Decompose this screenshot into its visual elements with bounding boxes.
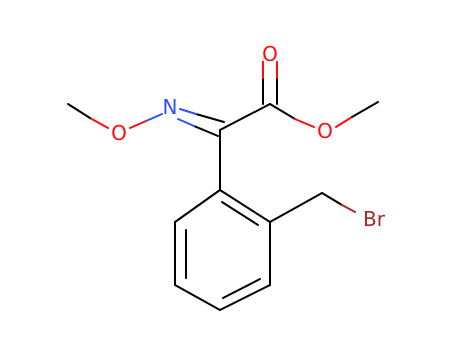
ring-bond-1 — [174, 189, 221, 223]
imine-double-bond-a — [195, 113, 225, 123]
ring-inner-line-2 — [222, 278, 261, 299]
ring-bond-6 — [219, 189, 271, 223]
ring-bond-4 — [219, 284, 271, 311]
ring-bond-3 — [174, 284, 221, 311]
ch2-br-bond — [321, 192, 343, 206]
oxime-oxygen-label: O — [111, 121, 127, 145]
imine-double-bond-a-blue — [179, 108, 197, 115]
ester-c-o-bond-red — [294, 118, 315, 128]
bonds — [67, 61, 379, 311]
ester-oxygen-label: O — [317, 119, 333, 143]
n-o-bond-blue — [145, 113, 163, 122]
imine-double-bond-b — [193, 125, 219, 137]
atom-labels: O O N O Br — [111, 42, 386, 231]
ester-c-o-bond — [269, 103, 296, 120]
oxime-o-methyl-bond — [67, 103, 91, 119]
imine-double-bond-b-blue — [177, 118, 195, 127]
bromine-label: Br — [363, 207, 386, 231]
ester-o-methyl-bond-red — [335, 116, 353, 128]
alpha-to-ester-carbon-bond — [219, 103, 271, 131]
ring-inner-line-3 — [221, 201, 259, 226]
ch2-br-bond-colored — [341, 204, 356, 213]
ring-to-ch2-bond — [269, 192, 323, 223]
imine-nitrogen-label: N — [163, 95, 178, 119]
ester-o-methyl-bond — [351, 101, 379, 118]
carbonyl-oxygen-label: O — [262, 42, 278, 66]
n-o-bond-red — [129, 120, 147, 129]
oxime-o-methyl-bond-red — [89, 117, 109, 129]
